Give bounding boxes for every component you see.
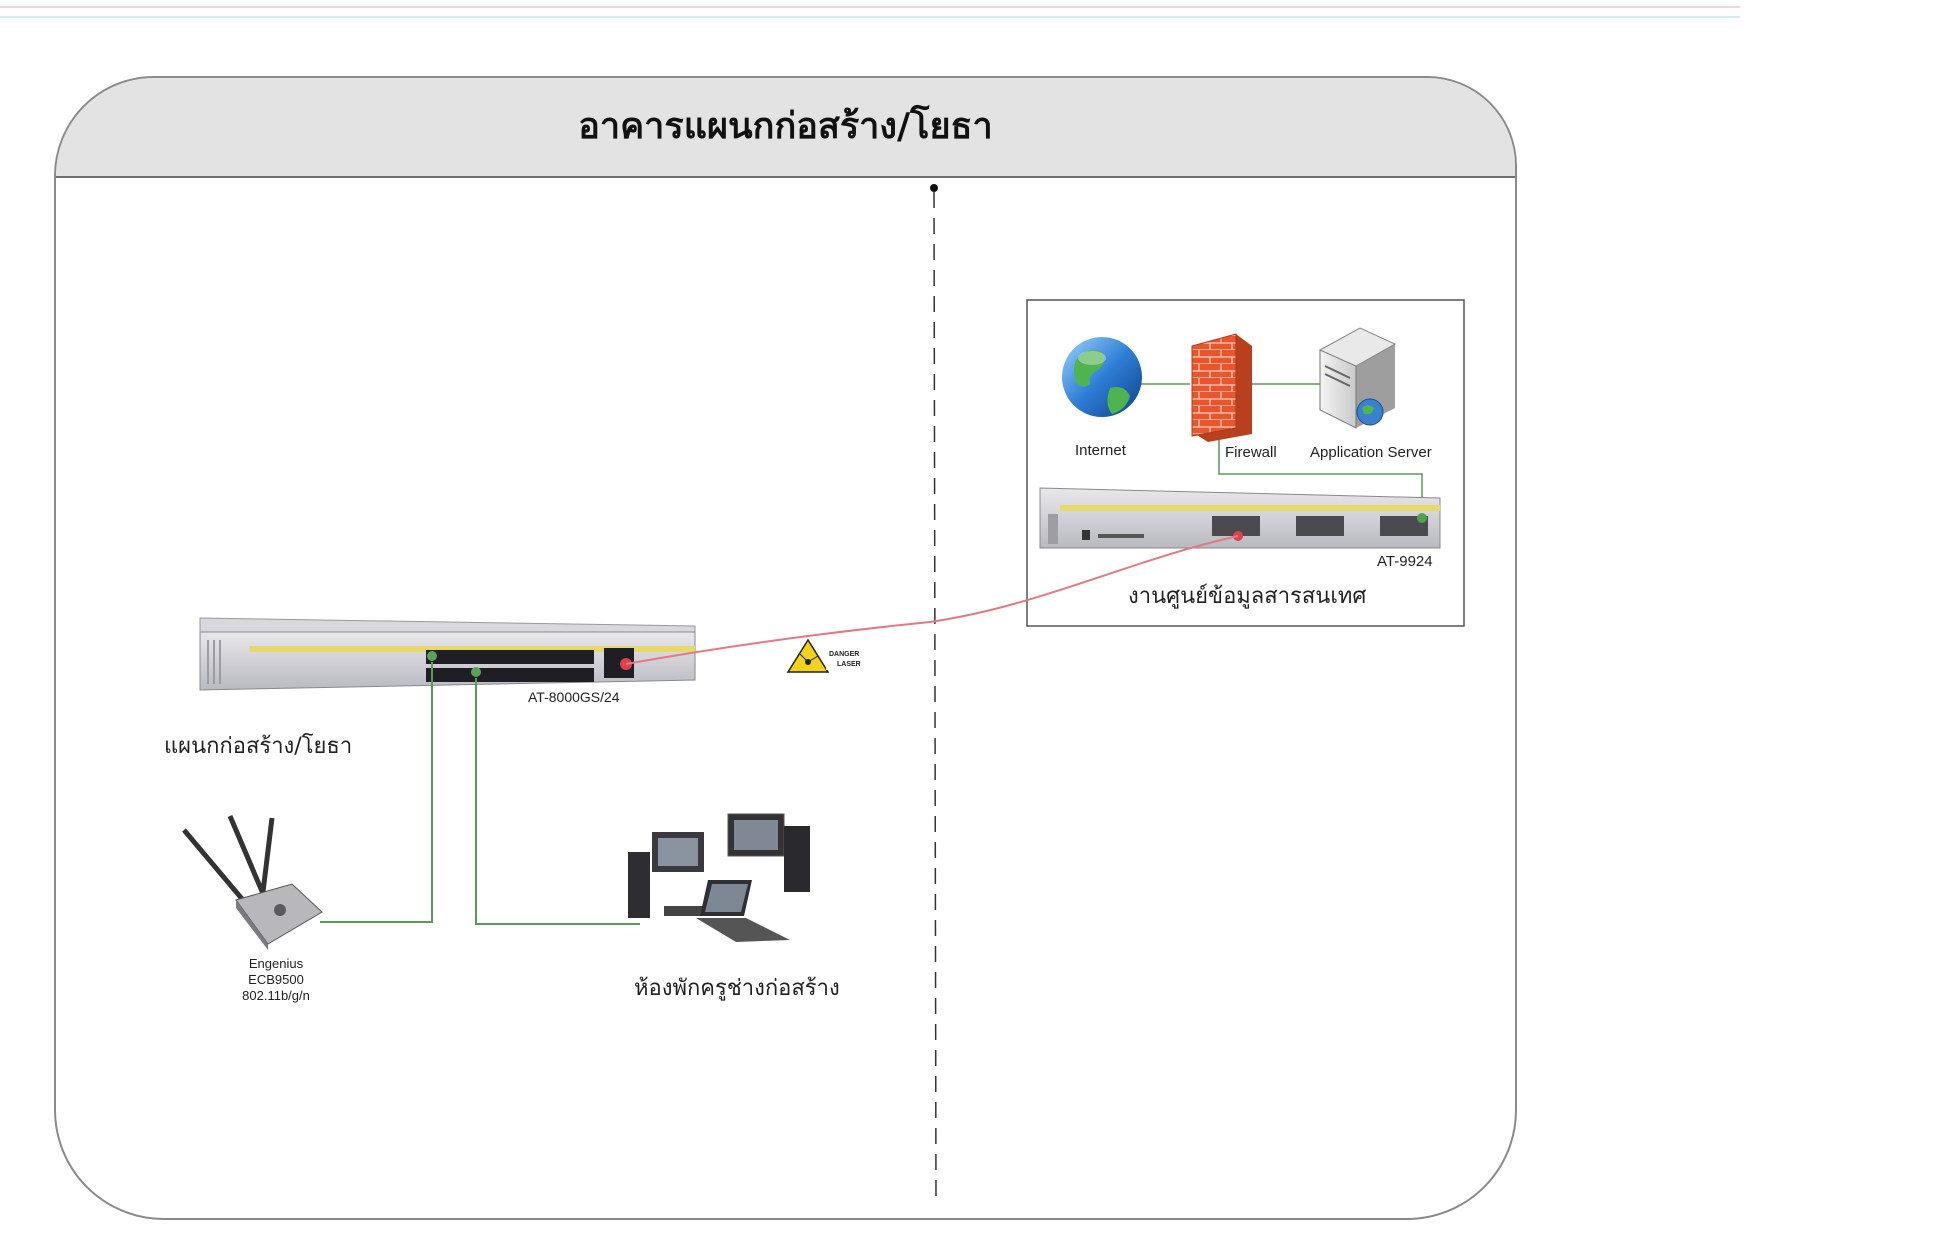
core-switch-label: AT-9924 <box>1377 553 1433 570</box>
access-point-label: Engenius ECB9500 802.11b/g/n <box>226 956 326 1004</box>
core-switch-icon[interactable] <box>1039 487 1441 549</box>
firewall-icon[interactable] <box>1191 333 1252 442</box>
building-label: แผนกก่อสร้าง/โยธา <box>164 734 353 759</box>
fiber-link <box>625 535 1239 665</box>
laser-sign-line-2: LASER <box>837 661 861 668</box>
firewall-label: Firewall <box>1225 444 1277 461</box>
globe-icon[interactable] <box>1062 337 1142 417</box>
ap-line-2: ECB9500 <box>248 972 304 987</box>
ap-line-3: 802.11b/g/n <box>242 988 310 1003</box>
datacenter-links <box>1140 383 1423 518</box>
title-bar: อาคารแผนกก่อสร้าง/โยธา <box>56 78 1515 178</box>
building-divider <box>930 184 938 1206</box>
top-rule-pink <box>0 6 1740 8</box>
server-icon[interactable] <box>1318 327 1397 429</box>
access-switch-icon[interactable] <box>199 617 696 691</box>
pc-group-icon[interactable] <box>628 813 810 942</box>
access-switch-label: AT-8000GS/24 <box>528 689 620 705</box>
datacenter-label: งานศูนย์ข้อมูลสารสนเทศ <box>1128 584 1367 609</box>
ap-line-1: Engenius <box>248 956 304 971</box>
copper-links <box>320 662 640 925</box>
top-rule-cyan <box>0 16 1740 18</box>
internet-label: Internet <box>1075 442 1126 459</box>
laser-warning-icon <box>786 638 870 673</box>
laser-sign-line-1: DANGER <box>829 651 860 658</box>
access-point-icon[interactable] <box>182 815 323 950</box>
pc-room-label: ห้องพักครูช่างก่อสร้าง <box>634 976 840 1001</box>
laser-sign-text: DANGER LASER <box>829 650 861 670</box>
diagram-title: อาคารแผนกก่อสร้าง/โยธา <box>578 106 993 147</box>
server-label: Application Server <box>1310 444 1432 461</box>
